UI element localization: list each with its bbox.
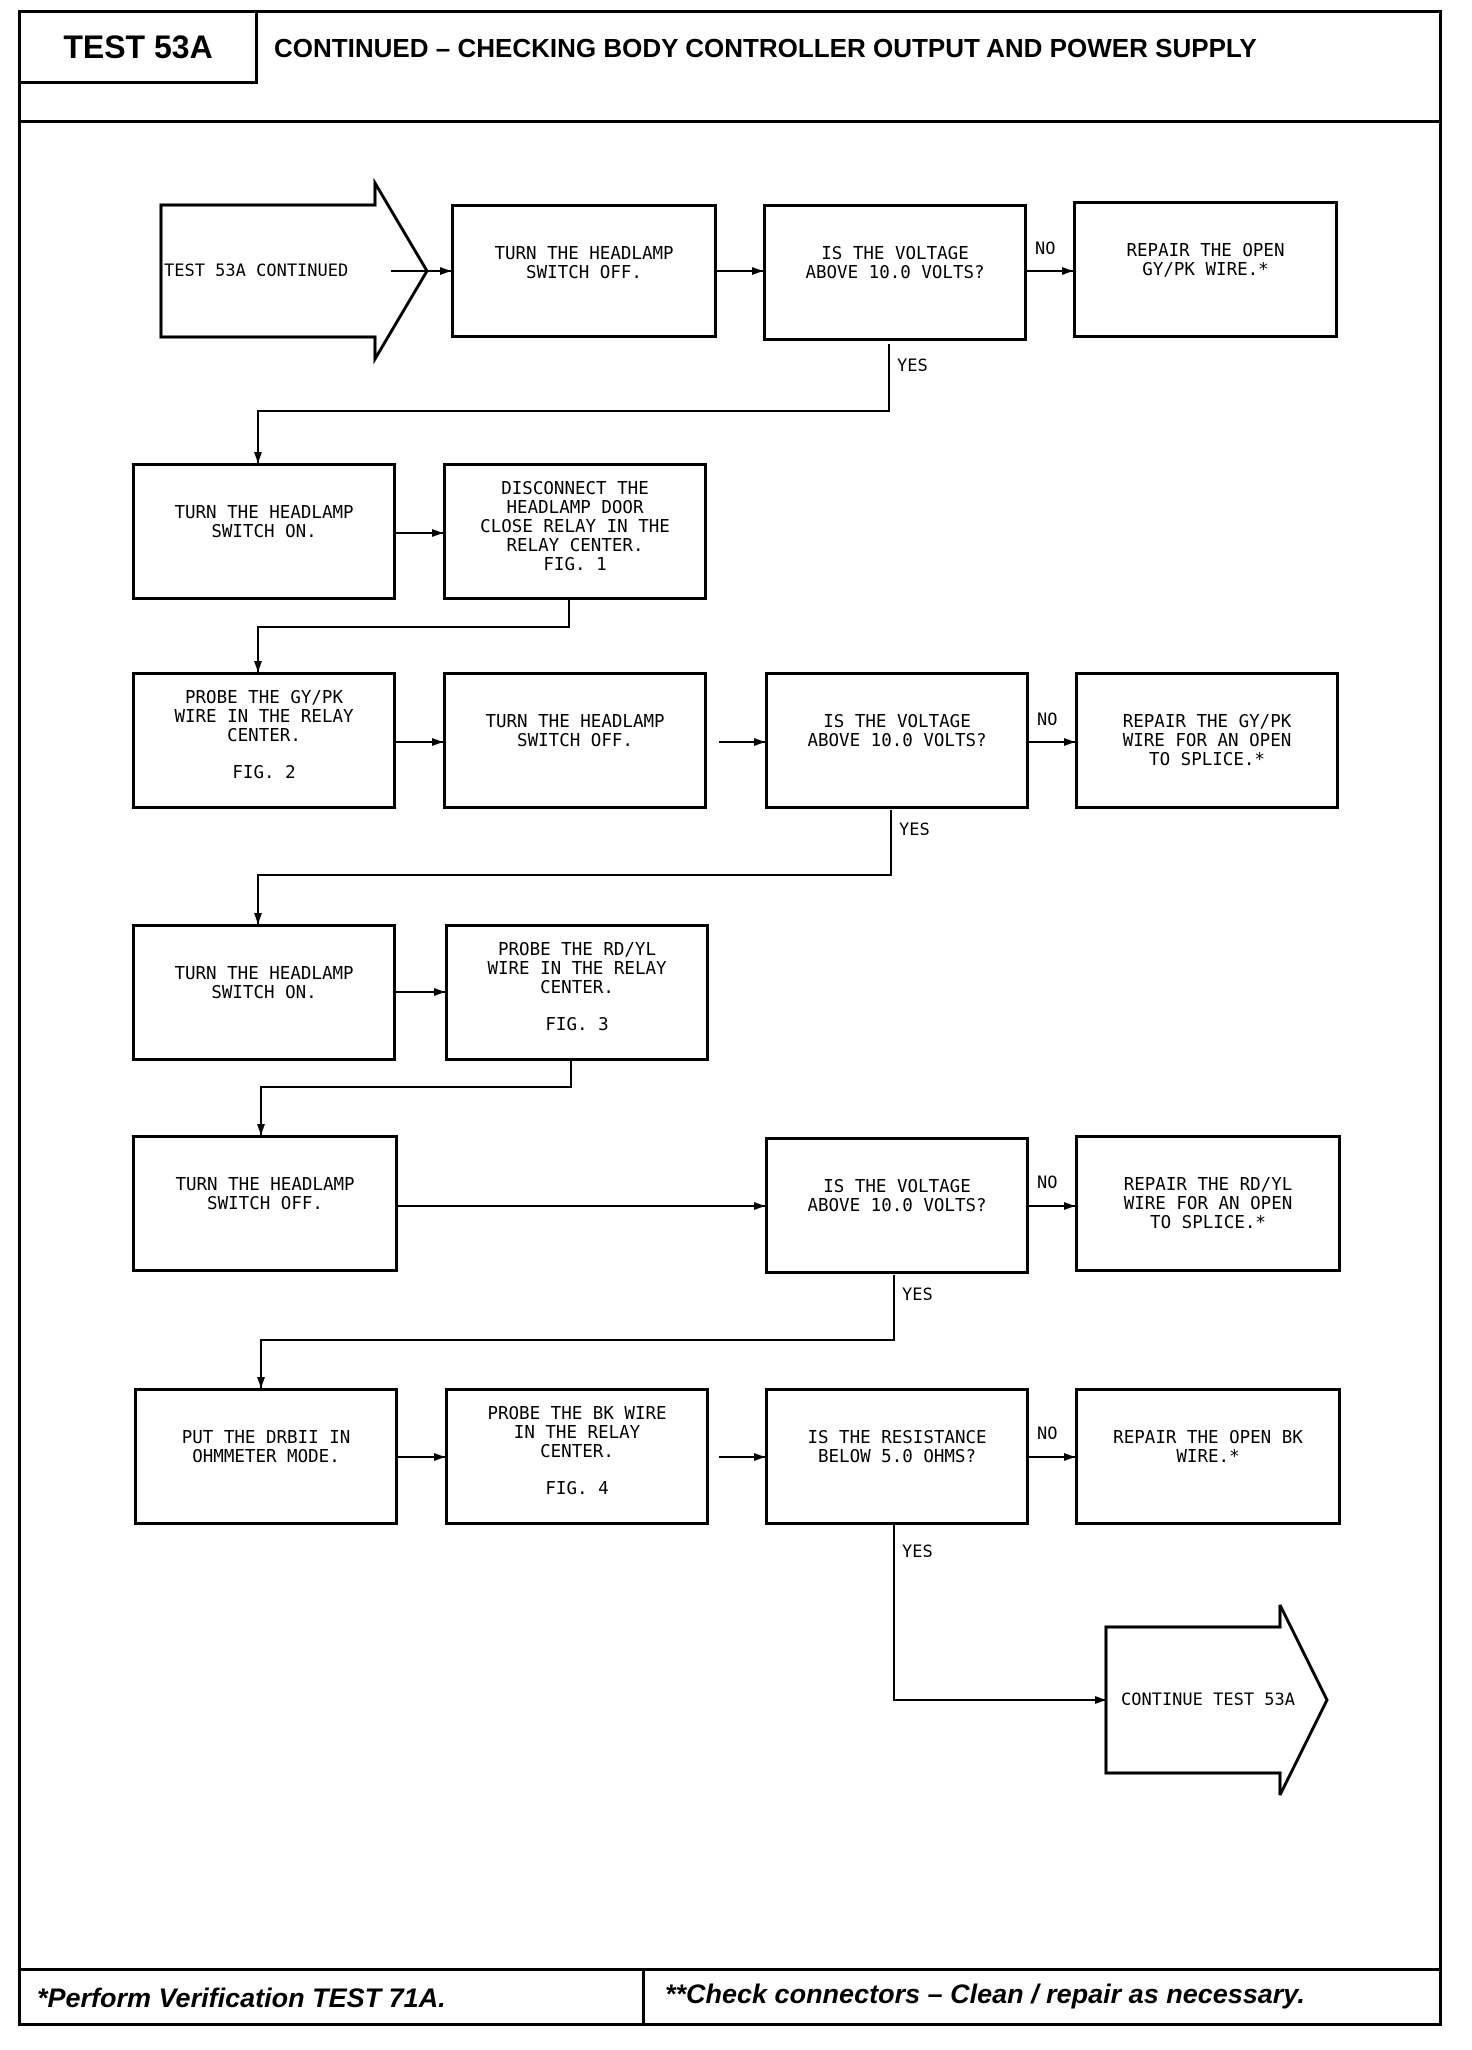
step-headlamp-off-3: TURN THE HEADLAMP SWITCH OFF. — [132, 1135, 398, 1272]
action-repair-rdyl-splice: REPAIR THE RD/YL WIRE FOR AN OPEN TO SPL… — [1075, 1135, 1341, 1272]
step-headlamp-on-1: TURN THE HEADLAMP SWITCH ON. — [132, 463, 396, 600]
page-frame: TEST 53A CONTINUED – CHECKING BODY CONTR… — [18, 10, 1442, 2026]
yes-label-1: YES — [897, 356, 928, 376]
footer: *Perform Verification TEST 71A. **Check … — [21, 1968, 1439, 2023]
no-label-2: NO — [1037, 710, 1058, 730]
yes-label-4: YES — [902, 1542, 933, 1562]
decision-resistance: IS THE RESISTANCE BELOW 5.0 OHMS? — [765, 1388, 1029, 1525]
no-label-1: NO — [1035, 239, 1056, 259]
no-label-4: NO — [1037, 1424, 1058, 1444]
decision-voltage-3: IS THE VOLTAGE ABOVE 10.0 VOLTS? — [765, 1137, 1029, 1274]
flowchart-connectors — [159, 177, 1329, 1796]
action-repair-gypk-1: REPAIR THE OPEN GY/PK WIRE.* — [1073, 201, 1338, 338]
footer-note-verification: *Perform Verification TEST 71A. — [21, 1971, 645, 2023]
decision-voltage-2: IS THE VOLTAGE ABOVE 10.0 VOLTS? — [765, 672, 1029, 809]
page-title: CONTINUED – CHECKING BODY CONTROLLER OUT… — [258, 13, 1439, 123]
action-repair-bk: REPAIR THE OPEN BK WIRE.* — [1075, 1388, 1341, 1525]
step-probe-rdyl: PROBE THE RD/YL WIRE IN THE RELAY CENTER… — [445, 924, 709, 1061]
action-repair-gypk-splice: REPAIR THE GY/PK WIRE FOR AN OPEN TO SPL… — [1075, 672, 1339, 809]
start-arrow-shape — [159, 177, 429, 365]
end-arrow-shape — [1104, 1604, 1329, 1796]
step-probe-bk-text: PROBE THE BK WIRE IN THE RELAY CENTER. — [487, 1404, 667, 1462]
fig-3-label: FIG. 3 — [545, 1015, 609, 1035]
step-headlamp-on-2: TURN THE HEADLAMP SWITCH ON. — [132, 924, 396, 1061]
footer-note-connectors: **Check connectors – Clean / repair as n… — [665, 1979, 1305, 2009]
start-label: TEST 53A CONTINUED — [164, 261, 349, 281]
yes-label-2: YES — [899, 820, 930, 840]
test-label: TEST 53A — [21, 13, 258, 84]
step-headlamp-off-1: TURN THE HEADLAMP SWITCH OFF. — [451, 204, 717, 338]
step-probe-gypk: PROBE THE GY/PK WIRE IN THE RELAY CENTER… — [132, 672, 396, 809]
step-probe-gypk-text: PROBE THE GY/PK WIRE IN THE RELAY CENTER… — [174, 688, 354, 746]
decision-voltage-1: IS THE VOLTAGE ABOVE 10.0 VOLTS? — [763, 204, 1027, 341]
step-ohmmeter-mode: PUT THE DRBII IN OHMMETER MODE. — [134, 1388, 398, 1525]
no-label-3: NO — [1037, 1173, 1058, 1193]
header-spacer — [21, 84, 258, 123]
fig-4-label: FIG. 4 — [545, 1479, 609, 1499]
yes-label-3: YES — [902, 1285, 933, 1305]
step-disconnect-relay: DISCONNECT THE HEADLAMP DOOR CLOSE RELAY… — [443, 463, 707, 600]
step-probe-bk: PROBE THE BK WIRE IN THE RELAY CENTER. FI… — [445, 1388, 709, 1525]
fig-2-label: FIG. 2 — [232, 763, 296, 783]
end-label: CONTINUE TEST 53A — [1121, 1690, 1295, 1710]
step-probe-rdyl-text: PROBE THE RD/YL WIRE IN THE RELAY CENTER… — [487, 940, 667, 998]
step-headlamp-off-2: TURN THE HEADLAMP SWITCH OFF. — [443, 672, 707, 809]
